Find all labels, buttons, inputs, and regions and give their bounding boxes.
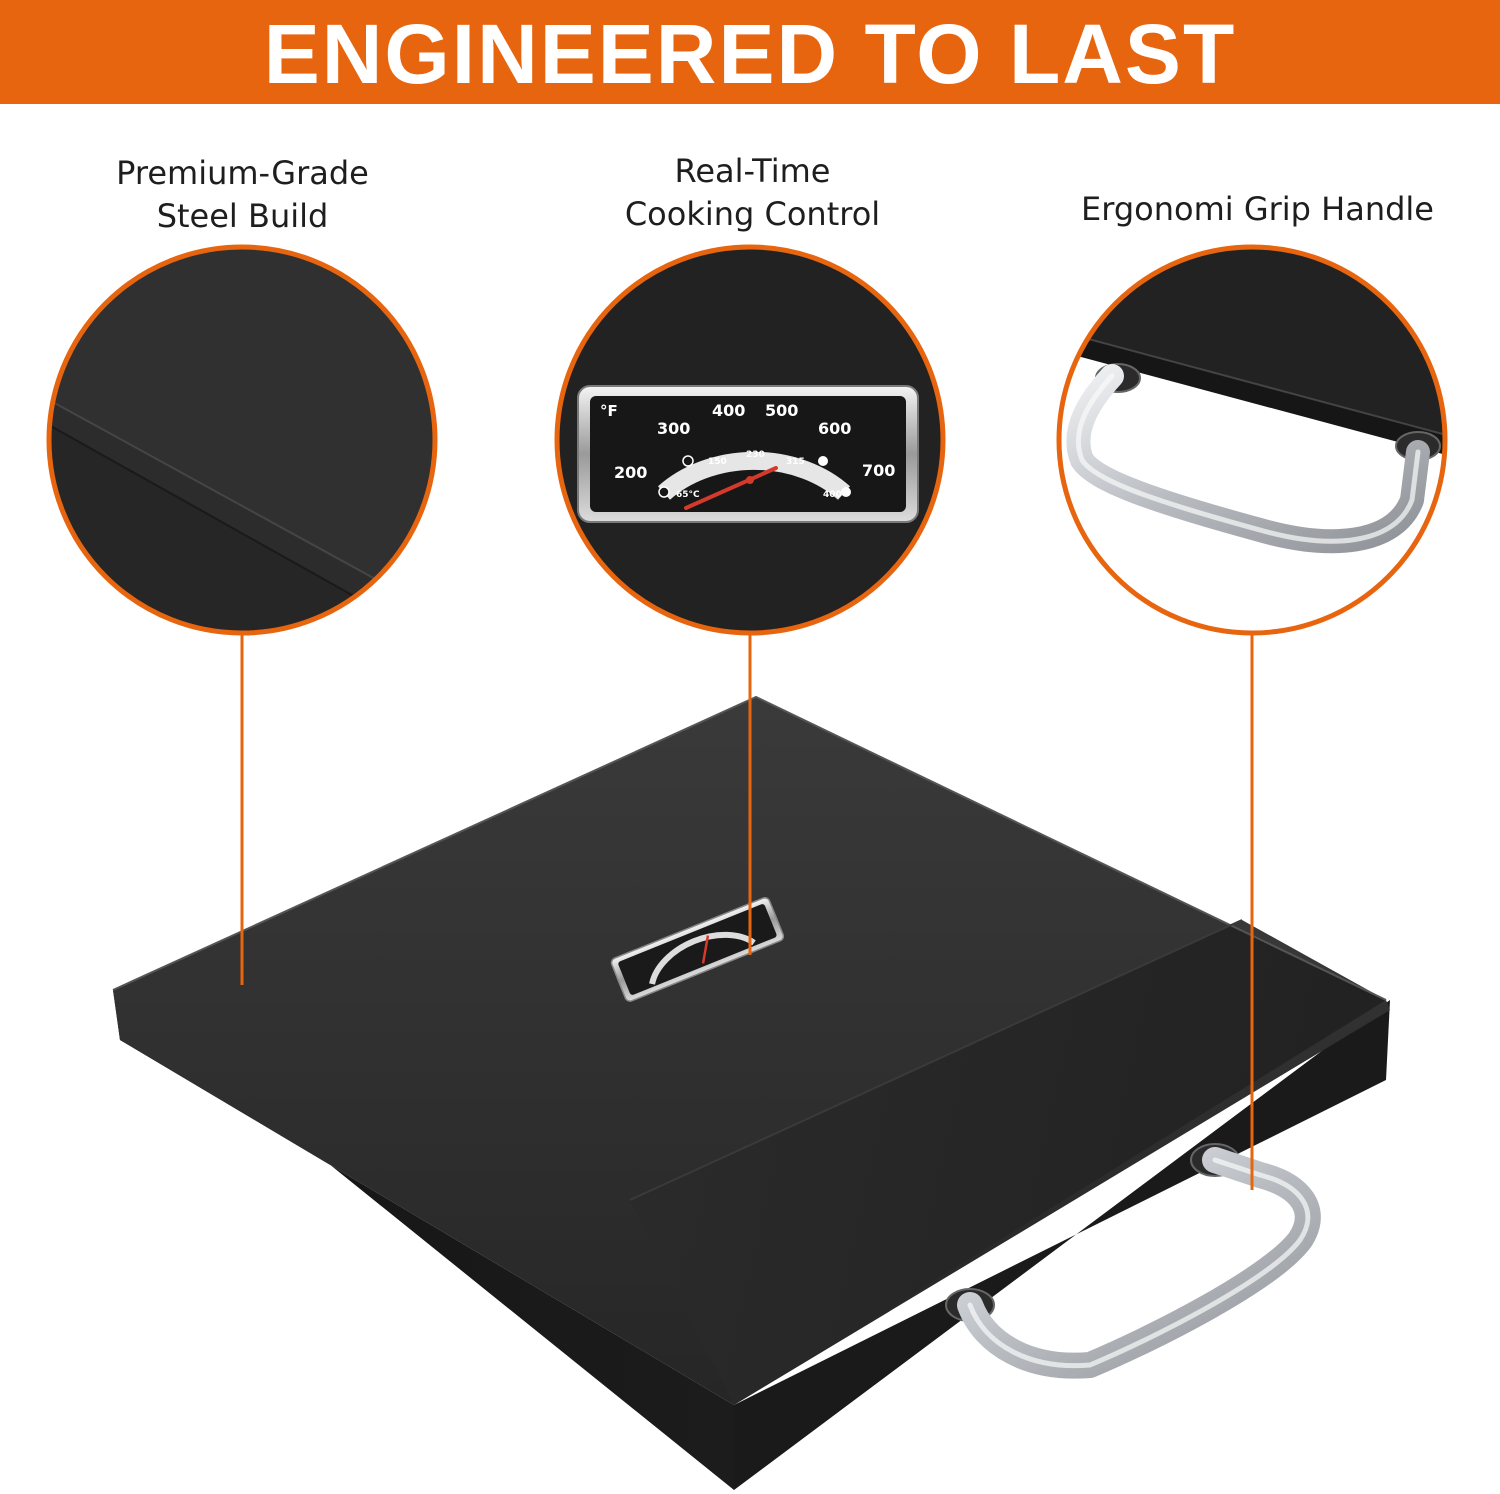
feature-label-grip-handle: Ergonomi Grip Handle (1035, 188, 1480, 231)
thermometer-unit: °F (600, 402, 618, 420)
c-tick-label: 65°C (676, 490, 700, 500)
f-tick-label: 600 (818, 419, 851, 438)
zoom-circle-steel (46, 244, 438, 636)
griddle-lid (112, 695, 1390, 1490)
c-tick-label: 315 (786, 457, 805, 467)
f-tick-label: 500 (765, 401, 798, 420)
c-tick-label: 150 (708, 457, 727, 467)
feature-label-steel-build: Premium-Grade Steel Build (40, 152, 445, 238)
feature-label-line: Real-Time (674, 152, 831, 190)
c-tick-label: 400 (823, 490, 842, 500)
feature-label-line: Cooking Control (624, 195, 881, 233)
lid-right-side (734, 1000, 1390, 1490)
lid-edge-highlight (112, 695, 1387, 1001)
f-tick-label: 400 (712, 401, 745, 420)
header-banner: ENGINEERED TO LAST (0, 0, 1500, 104)
f-tick-label: 200 (614, 463, 647, 482)
zoom-circle-thermometer: °F 200 300 400 500 600 700 65°C 150 230 … (554, 244, 946, 636)
callout-lines (240, 635, 1254, 1190)
zoom-circle-handle (1056, 244, 1448, 636)
page-title: ENGINEERED TO LAST (263, 7, 1237, 101)
f-tick-label: 700 (862, 461, 895, 480)
lid-top-surface (113, 697, 1390, 1405)
c-tick-label: 230 (746, 450, 765, 460)
lid-bevel (630, 920, 1386, 1405)
feature-label-line: Ergonomi Grip Handle (1081, 190, 1434, 228)
feature-label-cooking-control: Real-Time Cooking Control (550, 150, 955, 236)
f-tick-label: 300 (657, 419, 690, 438)
feature-label-line: Premium-Grade (116, 154, 369, 192)
lid-handle (945, 1143, 1321, 1379)
feature-label-line: Steel Build (156, 197, 329, 235)
lid-thermometer (610, 897, 785, 1002)
